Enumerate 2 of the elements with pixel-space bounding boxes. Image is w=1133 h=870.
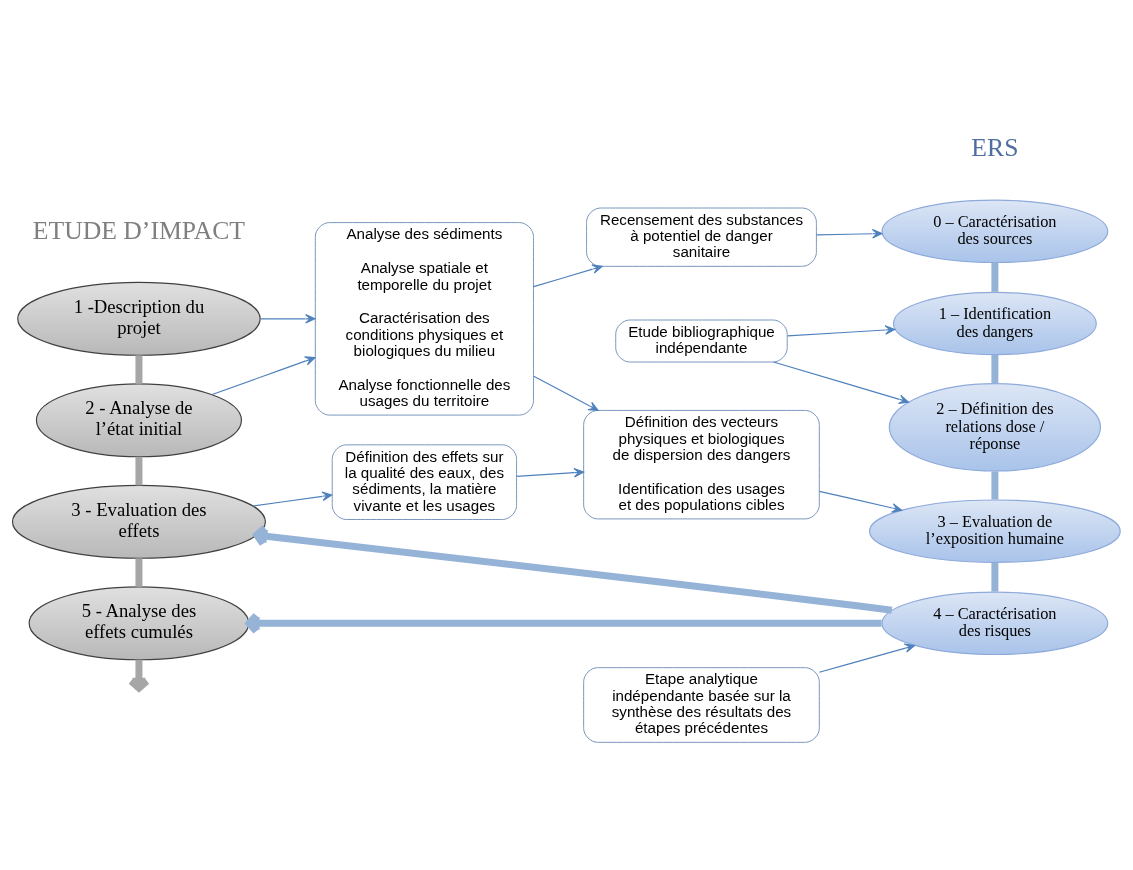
label: ETUDE D’IMPACT: [32, 215, 246, 245]
label: ERS: [971, 132, 1019, 162]
